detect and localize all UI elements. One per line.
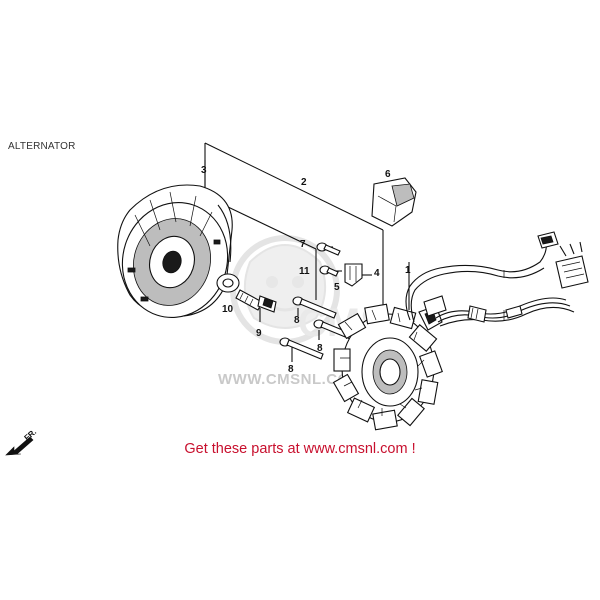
bolt-8-top — [292, 296, 337, 319]
callout-11: 11 — [299, 266, 310, 277]
flywheel-rotor — [117, 184, 233, 319]
callout-6: 6 — [385, 169, 391, 180]
callout-8-bottom: 8 — [288, 364, 294, 375]
callout-8-top: 8 — [294, 315, 300, 326]
screw-7 — [316, 242, 341, 256]
arrow-icon — [5, 436, 34, 456]
parts-banner-link[interactable]: Get these parts at www.cmsnl.com ! — [184, 441, 416, 457]
diagram-title: ALTERNATOR — [8, 141, 76, 152]
callout-9: 9 — [256, 328, 262, 339]
stator-coil — [332, 303, 443, 431]
washer — [216, 273, 240, 293]
callout-8-middle: 8 — [317, 343, 323, 354]
screw-11 — [319, 265, 339, 277]
watermark-text: WWW.CMSNL.COM — [218, 371, 363, 388]
callout-5: 5 — [334, 282, 340, 293]
callout-4: 4 — [374, 268, 380, 279]
wire-clamp — [344, 263, 363, 287]
callout-10: 10 — [222, 304, 234, 315]
callout-2: 2 — [301, 177, 307, 188]
grommet — [371, 177, 417, 227]
flywheel-bolt — [235, 289, 277, 313]
callout-labels: 1 2 3 4 5 6 7 8 8 8 9 10 11 — [201, 165, 411, 375]
wiring-harness — [405, 231, 589, 327]
callout-3: 3 — [201, 165, 207, 176]
bolt-8-bottom — [279, 337, 324, 360]
callout-7: 7 — [300, 239, 306, 250]
callout-1: 1 — [405, 265, 411, 276]
